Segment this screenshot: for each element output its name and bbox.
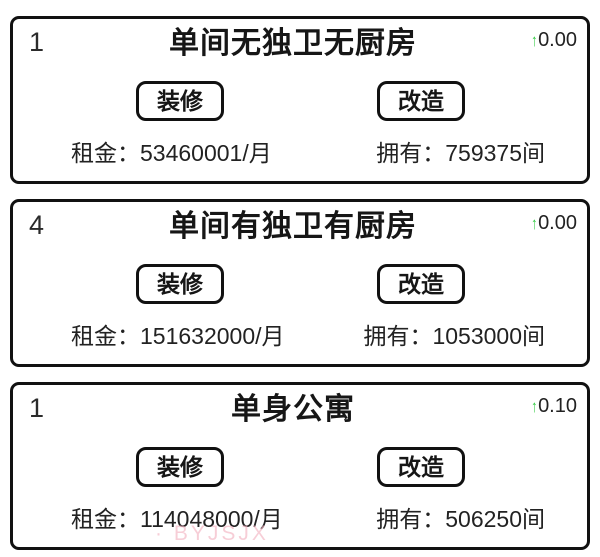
property-title: 单身公寓	[231, 393, 355, 426]
remodel-button[interactable]: 改造	[377, 447, 465, 488]
property-card: 1 单间无独卫无厨房 ↑ 0.00 装修 改造 租金：53460001/月 拥有…	[10, 16, 590, 184]
trend-value: 0.00	[538, 29, 577, 51]
card-header: 1 单间无独卫无厨房 ↑ 0.00	[23, 26, 577, 62]
remodel-button[interactable]: 改造	[377, 81, 465, 122]
card-header: 4 单间有独卫有厨房 ↑ 0.00	[23, 209, 577, 245]
trend-indicator: ↑ 0.10	[505, 396, 577, 416]
up-arrow-icon: ↑	[530, 213, 537, 233]
trend-value: 0.00	[538, 212, 577, 234]
renovate-button[interactable]: 装修	[136, 264, 224, 305]
property-card: 1 单身公寓 ↑ 0.10 装修 改造 租金：114048000/月 拥有：50…	[10, 382, 590, 550]
card-stats: 租金：114048000/月 拥有：506250间	[23, 506, 577, 534]
owned-stat: 拥有：1053000间	[363, 323, 545, 350]
card-stats: 租金：151632000/月 拥有：1053000间	[23, 323, 577, 351]
card-actions: 装修 改造	[23, 264, 577, 305]
property-level: 1	[29, 393, 45, 423]
card-actions: 装修 改造	[23, 81, 577, 122]
property-level: 1	[29, 27, 45, 57]
owned-stat: 拥有：759375间	[376, 140, 545, 167]
trend-indicator: ↑ 0.00	[505, 30, 577, 50]
renovate-button[interactable]: 装修	[136, 447, 224, 488]
property-title: 单间有独卫有厨房	[169, 210, 417, 243]
trend-value: 0.10	[538, 395, 577, 417]
up-arrow-icon: ↑	[530, 30, 537, 50]
property-card: 4 单间有独卫有厨房 ↑ 0.00 装修 改造 租金：151632000/月 拥…	[10, 199, 590, 367]
owned-stat: 拥有：506250间	[376, 506, 545, 533]
renovate-button[interactable]: 装修	[136, 81, 224, 122]
card-actions: 装修 改造	[23, 447, 577, 488]
card-stats: 租金：53460001/月 拥有：759375间	[23, 140, 577, 168]
property-level: 4	[29, 210, 45, 240]
rent-stat: 租金：151632000/月	[71, 323, 285, 350]
up-arrow-icon: ↑	[530, 396, 537, 416]
property-title: 单间无独卫无厨房	[169, 27, 417, 60]
card-header: 1 单身公寓 ↑ 0.10	[23, 392, 577, 428]
rent-stat: 租金：114048000/月	[71, 506, 283, 533]
rent-stat: 租金：53460001/月	[71, 140, 272, 167]
remodel-button[interactable]: 改造	[377, 264, 465, 305]
trend-indicator: ↑ 0.00	[505, 213, 577, 233]
